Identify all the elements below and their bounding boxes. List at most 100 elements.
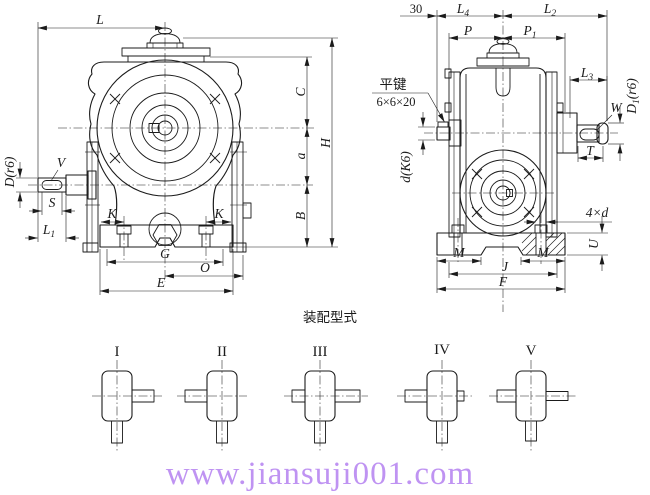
front-shaft-collar: [87, 170, 97, 200]
variant-side-shaft: [184, 389, 208, 403]
front-shaft-keyway: [41, 180, 63, 190]
dim-label-L3-main: L: [580, 65, 589, 80]
dim-label-W: W: [610, 100, 623, 115]
dim-label-L2: L2: [543, 1, 557, 19]
side-output-shaft-end: [596, 122, 609, 145]
side-boss-circle-outer: [459, 149, 547, 237]
variant-side-shaft: [334, 389, 361, 403]
side-bore-keyway: [506, 189, 513, 197]
dim-label-L4: L4: [456, 1, 470, 19]
front-circle-2: [111, 74, 219, 182]
dim-label-L4-sub: 4: [464, 9, 469, 19]
dim-label-K-right: K: [213, 206, 224, 221]
dim-label-T: T: [586, 143, 595, 158]
side-right-foot-bolt: [534, 224, 548, 234]
side-left-foot-bolt: [451, 224, 465, 234]
dim-label-D1-r6: D1(r6): [624, 78, 642, 115]
variant-side-shaft: [291, 389, 306, 403]
dim-label-a: a: [293, 152, 308, 159]
dim-label-D1-sub: 1: [632, 99, 642, 104]
front-breather-knob: [158, 27, 172, 35]
variant-label-1: I: [115, 344, 120, 360]
front-hub-circle: [151, 114, 179, 142]
front-right-flange-tab: [242, 202, 252, 219]
side-cast-recess: [495, 68, 511, 97]
dim-label-4xd: 4×d: [586, 205, 609, 220]
variant-bottom-shaft: [314, 420, 326, 444]
side-circle-2: [469, 159, 537, 227]
assembly-variant-1: I: [92, 344, 162, 452]
dim-label-L1: L1: [42, 222, 55, 240]
front-view: L D(r6) V S L1 K K G O: [2, 12, 338, 295]
side-breather-dome: [488, 43, 518, 54]
variant-label-5: V: [526, 343, 537, 359]
side-view: 30 L4 L2 P P1 L3 W D1(r6) T 平键 6×6: [372, 1, 642, 312]
front-top-cover: [121, 47, 211, 57]
front-drain-hex-plug: [152, 224, 178, 246]
dim-label-d-K6: d(K6): [398, 151, 413, 183]
front-base: [99, 224, 234, 248]
dim-label-M-right: M: [536, 245, 549, 260]
variant-label-4: IV: [434, 342, 450, 358]
front-right-flange: [231, 141, 244, 253]
variant-side-shaft: [545, 391, 569, 401]
dim-label-L4-main: L: [456, 1, 465, 16]
dim-label-O: O: [200, 260, 210, 275]
dim-label-D1-main: D: [624, 104, 639, 115]
side-base: [436, 232, 566, 256]
side-x-marks: [471, 168, 535, 218]
leader-line: [50, 169, 59, 182]
assembly-title: 装配型式: [303, 310, 357, 325]
variant-bottom-shaft: [525, 420, 537, 442]
dim-label-L3: L3: [580, 65, 594, 83]
front-bore-keyway: [148, 123, 160, 133]
side-circle-3: [480, 170, 526, 216]
leader-line: [596, 114, 613, 131]
front-boss-circle-outer: [96, 59, 234, 197]
side-output-keyway: [579, 128, 600, 141]
dim-label-C: C: [293, 87, 308, 97]
side-input-shaft: [436, 126, 451, 141]
side-left-flange-tab: [444, 102, 452, 113]
variant-side-shaft: [496, 389, 517, 403]
watermark-text: www.jiansuji001.com: [166, 456, 474, 492]
variant-side-shaft: [131, 389, 155, 403]
assembly-variant-2: II: [177, 344, 247, 452]
side-hub-circle: [489, 179, 517, 207]
dim-label-H: H: [318, 137, 333, 149]
side-input-bearing-block: [448, 119, 462, 147]
variant-label-2: II: [217, 344, 227, 360]
dim-label-P1-main: P: [523, 23, 532, 38]
front-right-flange-foot: [229, 242, 247, 253]
dim-label-S: S: [49, 195, 56, 210]
dim-label-G: G: [160, 246, 170, 261]
assembly-variant-5: V: [489, 343, 576, 452]
front-left-foot-bolt: [116, 225, 132, 235]
dim-label-V: V: [57, 155, 67, 170]
side-left-flange: [448, 71, 461, 238]
assembly-variant-3: III: [284, 344, 368, 452]
side-input-key: [437, 121, 449, 128]
front-right-foot-bolt: [198, 225, 214, 235]
dim-label-L1-main: L: [42, 222, 51, 237]
front-x-marks: [109, 93, 221, 164]
side-left-flange-tab: [444, 68, 452, 79]
dim-label-M-left: M: [452, 245, 465, 260]
dim-label-K-left: K: [106, 206, 117, 221]
dim-label-L2-main: L: [543, 1, 552, 16]
key-note-line1: 平键: [380, 77, 407, 92]
dim-label-P1: P1: [523, 23, 537, 41]
key-note-line2: 6×6×20: [376, 95, 415, 109]
dim-label-E: E: [156, 275, 166, 290]
dim-label-30: 30: [410, 2, 423, 16]
dim-label-L1-sub: 1: [50, 230, 55, 240]
dim-label-F: F: [498, 274, 508, 289]
section-hatching: [521, 232, 566, 256]
dim-label-D1-suffix: (r6): [624, 78, 639, 99]
dim-label-B: B: [293, 212, 308, 220]
dim-label-L3-sub: 3: [587, 73, 593, 83]
dim-label-L: L: [95, 12, 104, 27]
front-left-flange-foot: [82, 242, 99, 253]
variant-label-3: III: [313, 344, 328, 360]
variant-side-shaft: [404, 389, 428, 403]
